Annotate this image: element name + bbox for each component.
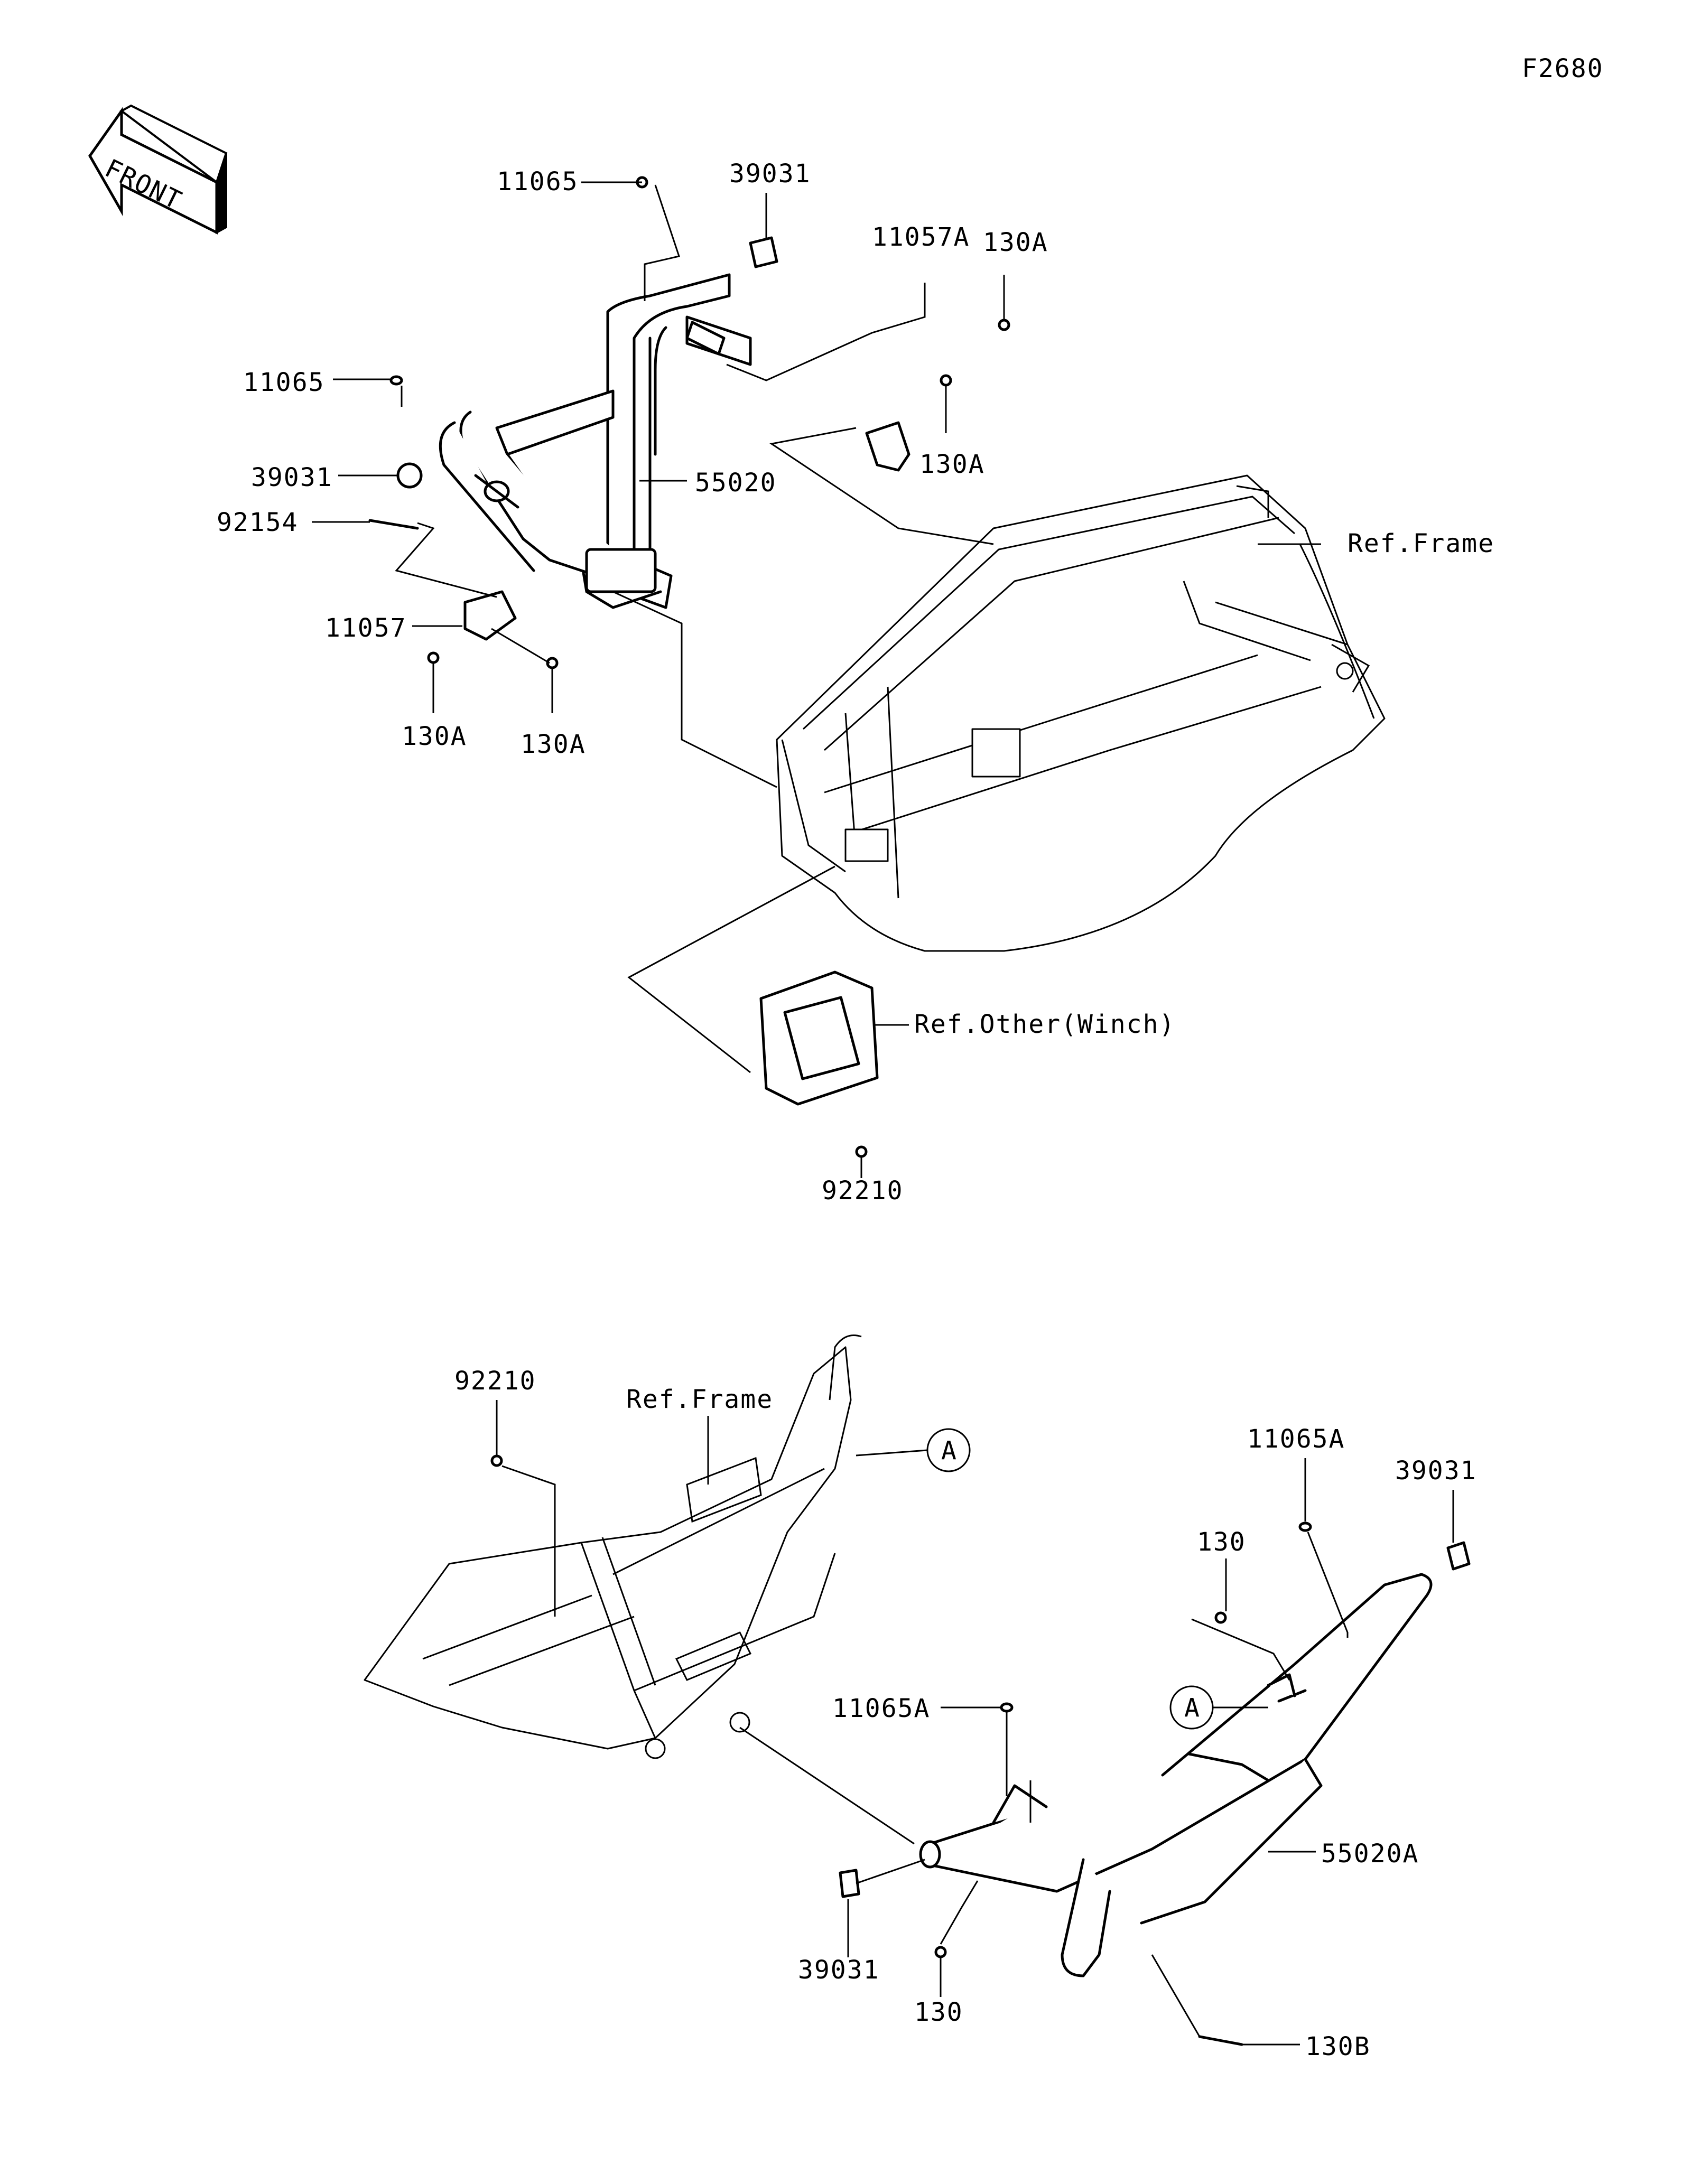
bolt-130a-4 [546,657,559,669]
label-130a-bottom-right: 130A [521,730,586,759]
label-55020: 55020 [695,468,777,498]
bolt-130b [1198,2035,1243,2046]
label-130a-bottom-left: 130A [402,722,467,751]
leader-lines-lower [496,1400,1454,2046]
label-marker-a-1: A [941,1436,958,1466]
label-marker-a-2: A [1184,1693,1201,1723]
leader-lines-upper [312,181,1321,1178]
bolt-130a-3 [427,651,440,664]
bracket-11057a [685,319,1010,472]
front-arrow-icon: FRONT [88,104,228,235]
grommet-11065-left [389,375,403,386]
cap-39031-left [396,462,423,489]
grommet-11065a-left [1000,1702,1014,1713]
bolt-92210-lower [490,1454,503,1467]
cap-39031-right [1446,1541,1471,1571]
label-92210-upper: 92210 [822,1176,904,1206]
label-11065-left: 11065 [243,368,325,397]
label-ref-frame-upper: Ref.Frame [1348,529,1494,558]
label-39031-right: 39031 [1395,1456,1477,1486]
label-55020a: 55020A [1321,1839,1419,1869]
rear-guard-55020a [919,1573,1433,1977]
label-ref-winch: Ref.Other(Winch) [914,1010,1175,1039]
label-11065a-left: 11065A [832,1694,930,1723]
vehicle-frame-lower [364,1334,862,1759]
label-11065-top: 11065 [497,167,579,197]
front-guard-55020 [439,273,752,609]
label-39031-left: 39031 [251,463,333,492]
cap-39031-top [749,236,778,268]
bracket-11057 [463,590,517,641]
label-39031-bottom: 39031 [798,1955,880,1985]
label-92210-lower: 92210 [454,1366,536,1396]
label-11057a: 11057A [872,222,970,252]
bolt-130-bottom [934,1946,947,1958]
label-92154: 92154 [217,508,299,537]
label-130-bottom: 130 [914,1998,963,2027]
grommet-11065a-right [1298,1522,1312,1532]
bolt-92154 [368,519,419,530]
label-130-right: 130 [1197,1527,1246,1557]
label-130a-top: 130A [983,228,1048,257]
label-11065a-right: 11065A [1247,1424,1345,1454]
label-11057: 11057 [325,613,407,643]
label-130a-right: 130A [919,450,985,479]
cap-39031-bottom-left [839,1869,860,1898]
winch-plate [759,970,879,1158]
bolt-130-right [1214,1611,1227,1624]
label-39031-top: 39031 [729,159,811,189]
label-130b: 130B [1305,2032,1371,2061]
label-ref-frame-lower: Ref.Frame [626,1385,773,1414]
vehicle-frame-upper [776,474,1386,952]
figure-code: F2680 [1522,54,1604,83]
